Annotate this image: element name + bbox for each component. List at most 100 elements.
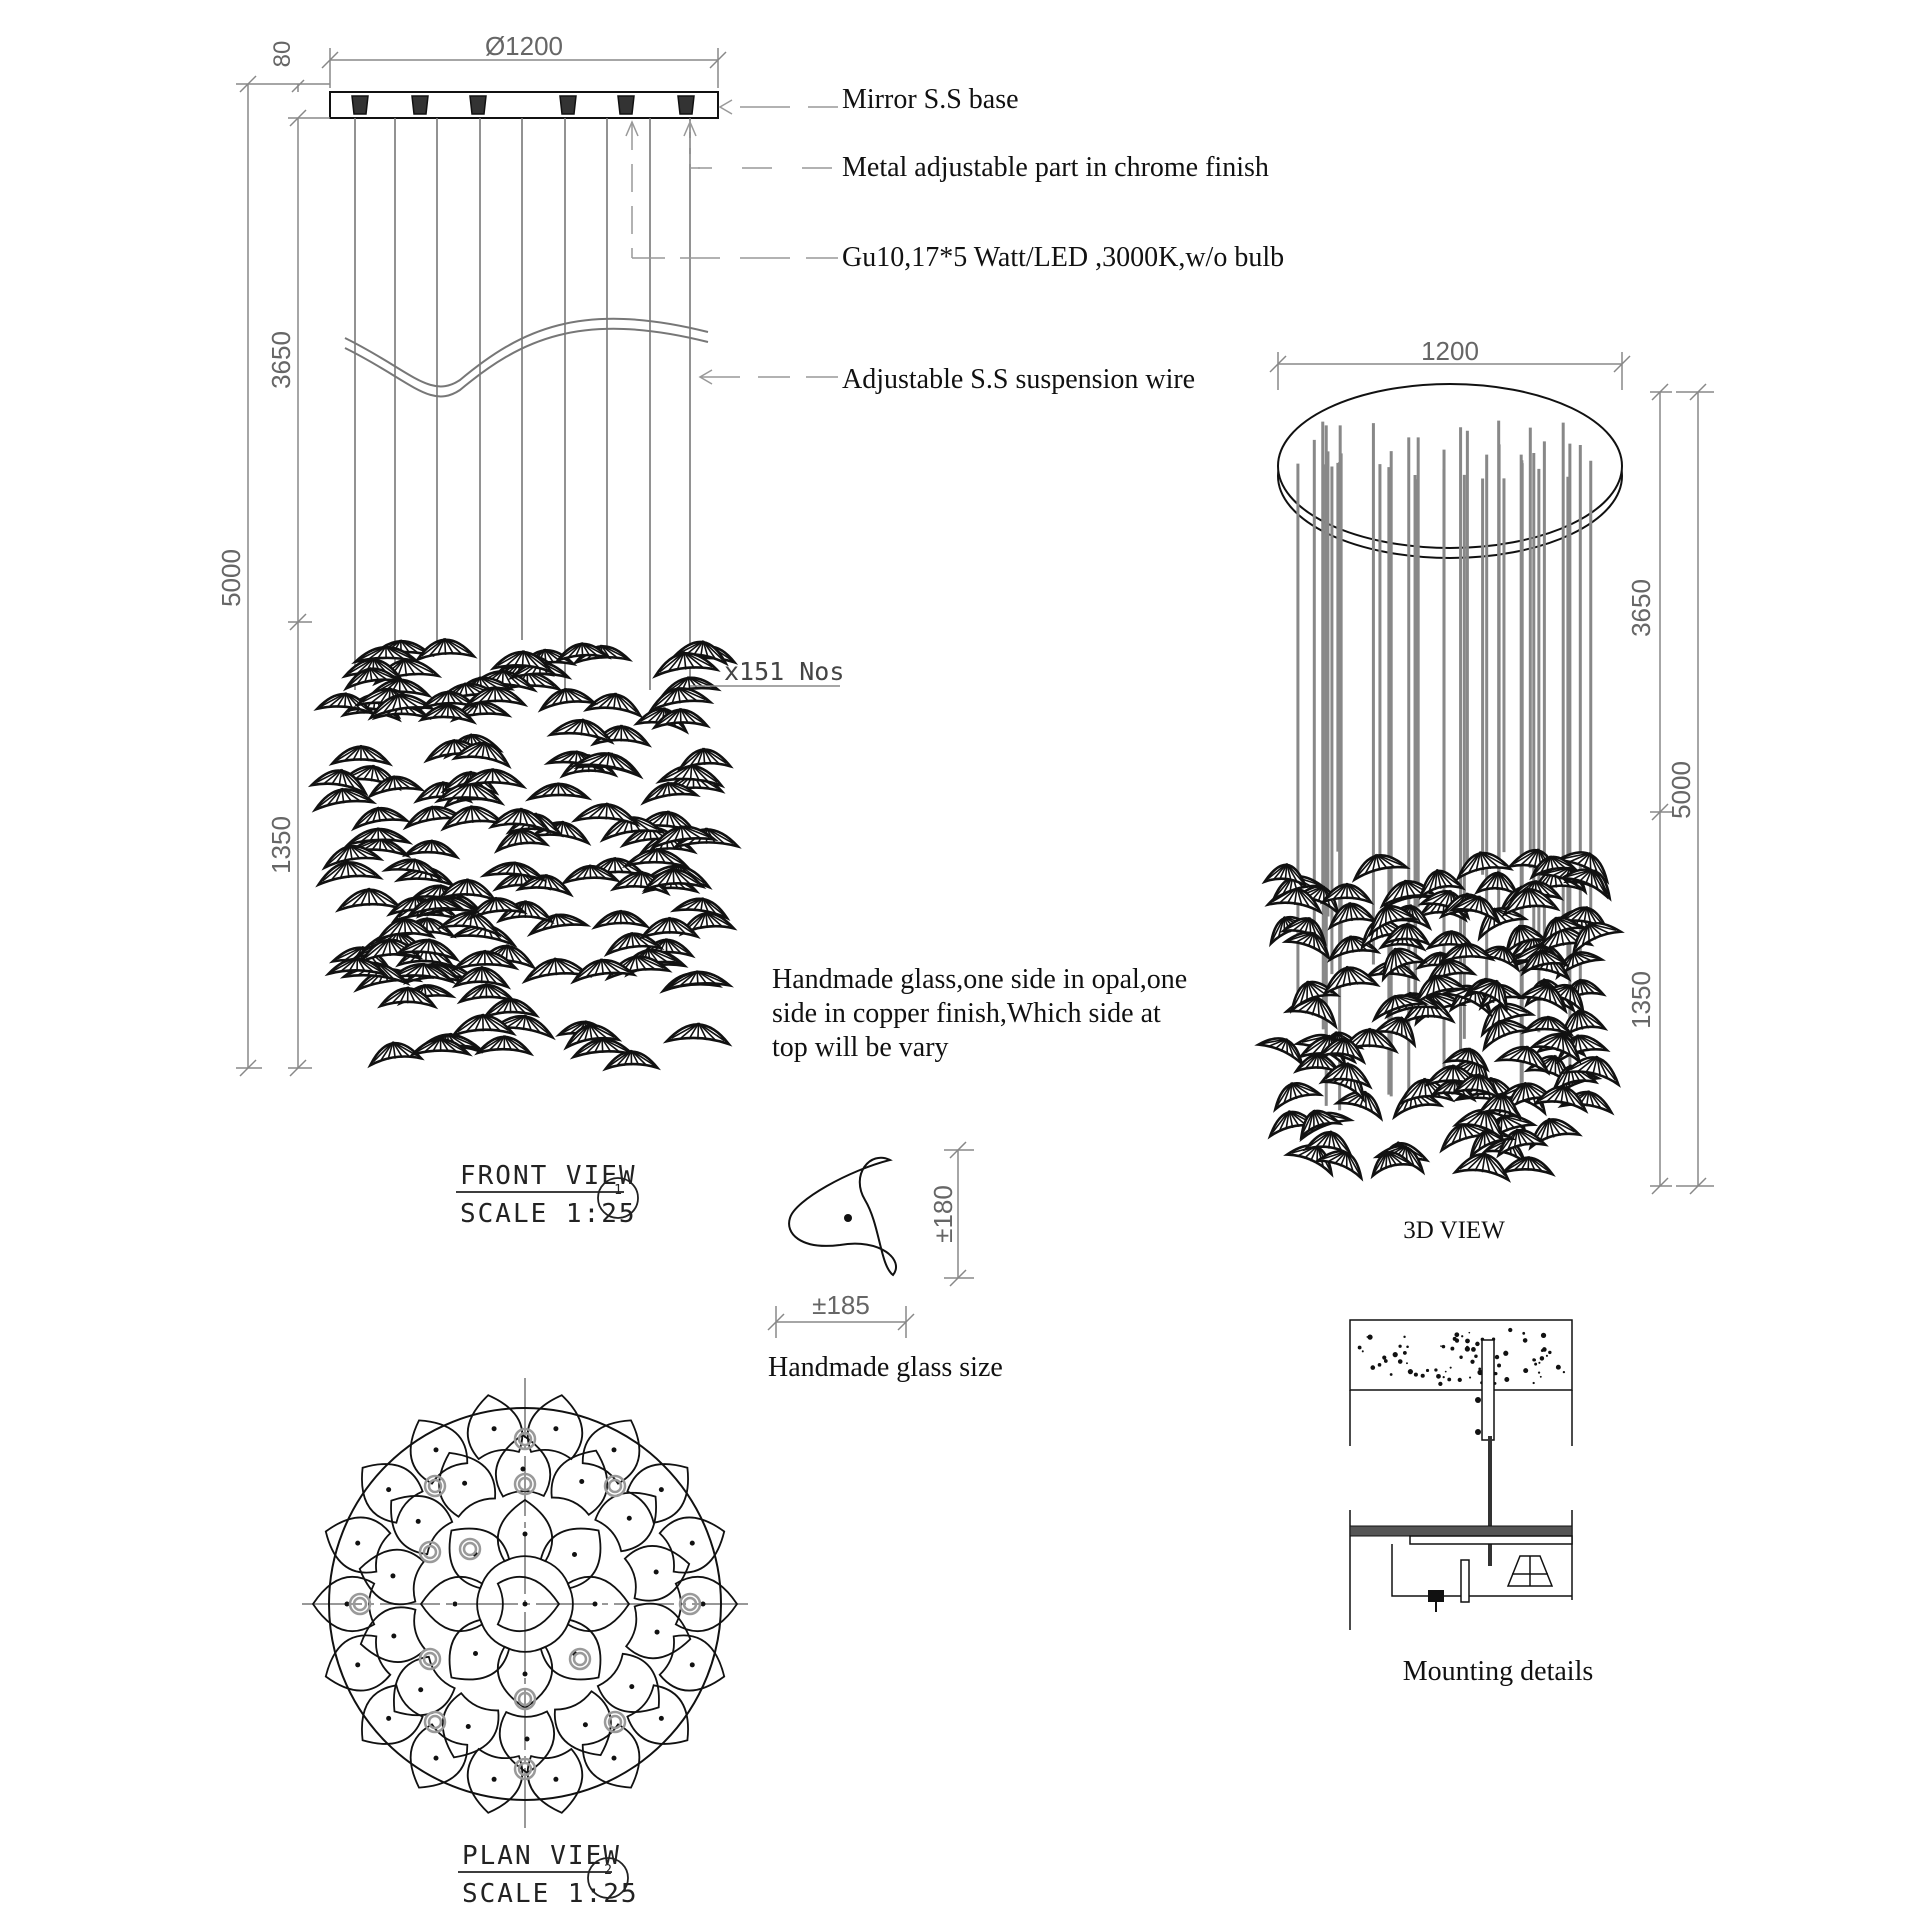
glass-shade bbox=[638, 916, 701, 940]
glass-shade bbox=[1254, 1037, 1304, 1068]
plan-glass-piece bbox=[526, 1394, 584, 1461]
glass-shade bbox=[1318, 1062, 1373, 1090]
plan-glass-piece bbox=[658, 1634, 726, 1692]
front-view-scale: SCALE 1:25 bbox=[460, 1199, 637, 1229]
glass-shade bbox=[381, 858, 444, 881]
glass-shade bbox=[1437, 942, 1496, 965]
glass-shade bbox=[451, 965, 512, 990]
3d-suspension-wires bbox=[1296, 420, 1593, 1111]
plan-glass-piece bbox=[539, 1618, 602, 1681]
front-height-dimensions bbox=[236, 75, 330, 1077]
3d-width-label: 1200 bbox=[1421, 336, 1479, 366]
plan-lamp-position bbox=[462, 1541, 478, 1557]
mirror-base-plate bbox=[329, 91, 719, 119]
plan-lamp-position bbox=[422, 1544, 438, 1560]
plan-lamp-position bbox=[572, 1651, 588, 1667]
plan-view: PLAN VIEW SCALE 1:25 2 bbox=[302, 1378, 748, 1909]
plan-glass-piece bbox=[448, 1527, 511, 1590]
glass-shade bbox=[315, 860, 384, 888]
3d-wire-length-label: 3650 bbox=[1626, 579, 1656, 637]
glass-shade bbox=[662, 1022, 733, 1047]
glass-shade bbox=[366, 775, 426, 799]
3d-total-height-label: 5000 bbox=[1666, 761, 1696, 819]
plan-glass-piece bbox=[358, 1548, 426, 1606]
glass-shade bbox=[1351, 853, 1411, 883]
glass-shade bbox=[1559, 1009, 1609, 1042]
glass-shade bbox=[1529, 855, 1579, 881]
plan-view-title: PLAN VIEW bbox=[462, 1841, 621, 1871]
plan-glass-piece bbox=[626, 1463, 689, 1524]
plan-lamp-position bbox=[458, 1537, 482, 1561]
plan-glass-piece bbox=[623, 1545, 691, 1602]
plan-glass-piece bbox=[526, 1747, 584, 1814]
plan-lamp-position bbox=[682, 1596, 698, 1612]
plan-lamp-position bbox=[423, 1710, 447, 1734]
glass-shade bbox=[1261, 863, 1309, 889]
3d-view-title: 3D VIEW bbox=[1403, 1217, 1505, 1244]
glass-shade bbox=[417, 703, 478, 725]
glass-shade bbox=[1520, 1015, 1575, 1037]
glass-shade bbox=[489, 1014, 556, 1041]
glass-shade bbox=[641, 867, 707, 893]
glass-shade bbox=[678, 911, 738, 937]
plan-glass-piece bbox=[566, 1575, 631, 1633]
glass-shade bbox=[669, 897, 731, 921]
glass-shade bbox=[394, 938, 461, 963]
anchor-bolt bbox=[1481, 1339, 1495, 1441]
glass-shade bbox=[1517, 983, 1568, 1015]
plan-lamp-position bbox=[517, 1691, 533, 1707]
plan-glass-piece bbox=[448, 1618, 511, 1681]
front-view-ref-number: 1 bbox=[614, 1183, 622, 1198]
plan-lamp-position bbox=[513, 1757, 537, 1781]
glass-shade bbox=[1370, 1150, 1416, 1180]
glass-shade bbox=[467, 896, 528, 921]
suspension-wires bbox=[354, 118, 691, 690]
glass-shade bbox=[401, 839, 461, 860]
plan-lamp-position bbox=[513, 1687, 537, 1711]
glass-size-caption: Handmade glass size bbox=[768, 1352, 1003, 1383]
glass-shade bbox=[328, 744, 394, 767]
glass-shade bbox=[1571, 921, 1625, 957]
front-total-height-label: 5000 bbox=[216, 549, 246, 607]
plan-glass-piece bbox=[496, 1575, 561, 1633]
plan-glass-piece bbox=[324, 1516, 392, 1574]
glass-shade bbox=[1397, 1077, 1456, 1107]
plan-glass-piece bbox=[441, 1692, 500, 1759]
plan-lamp-position bbox=[603, 1710, 627, 1734]
front-base-height-label: 80 bbox=[269, 41, 296, 68]
glass-shade bbox=[1322, 965, 1381, 997]
plan-lamp-position bbox=[517, 1476, 533, 1492]
glass-note: Handmade glass,one side in opal,one side… bbox=[772, 964, 1187, 1063]
glass-shade bbox=[563, 1023, 623, 1051]
plan-glass-piece bbox=[596, 1652, 660, 1713]
glass-shade bbox=[449, 1013, 517, 1038]
plan-glass-piece bbox=[466, 1394, 524, 1461]
glass-shade bbox=[1382, 922, 1432, 947]
callout-arrows bbox=[625, 99, 733, 385]
label-adjustable-part: Metal adjustable part in chrome finish bbox=[842, 152, 1269, 183]
glass-shade bbox=[1531, 1085, 1589, 1114]
plan-glass-piece bbox=[496, 1645, 554, 1710]
glass-shade bbox=[479, 861, 548, 883]
front-view: Ø1200 80 5000 3650 1350 bbox=[216, 31, 1284, 1229]
plan-glass-piece bbox=[658, 1516, 726, 1574]
glass-shade bbox=[1418, 868, 1466, 901]
glass-shade bbox=[375, 917, 437, 942]
plan-glass-piece bbox=[324, 1634, 392, 1692]
glass-shade bbox=[652, 651, 721, 679]
plan-outer-circle bbox=[328, 1407, 722, 1801]
label-suspension-wire: Adjustable S.S suspension wire bbox=[842, 364, 1195, 395]
glass-shade bbox=[1372, 1016, 1417, 1049]
glass-shade bbox=[671, 640, 729, 667]
view-3d: 1200 3650 5000 1350 3D VIEW bbox=[1254, 336, 1714, 1244]
plan-glass-piece bbox=[494, 1433, 552, 1498]
3d-canopy-top bbox=[1277, 383, 1623, 549]
glass-shade bbox=[651, 707, 711, 730]
plan-lamp-position bbox=[418, 1647, 442, 1671]
glass-shade bbox=[388, 962, 457, 985]
glass-width-label: ±185 bbox=[812, 1290, 870, 1320]
glass-shade bbox=[1528, 1032, 1582, 1066]
glass-size-detail: ±180 ±185 Handmade glass size bbox=[767, 1141, 1003, 1383]
glass-shade bbox=[436, 878, 498, 903]
